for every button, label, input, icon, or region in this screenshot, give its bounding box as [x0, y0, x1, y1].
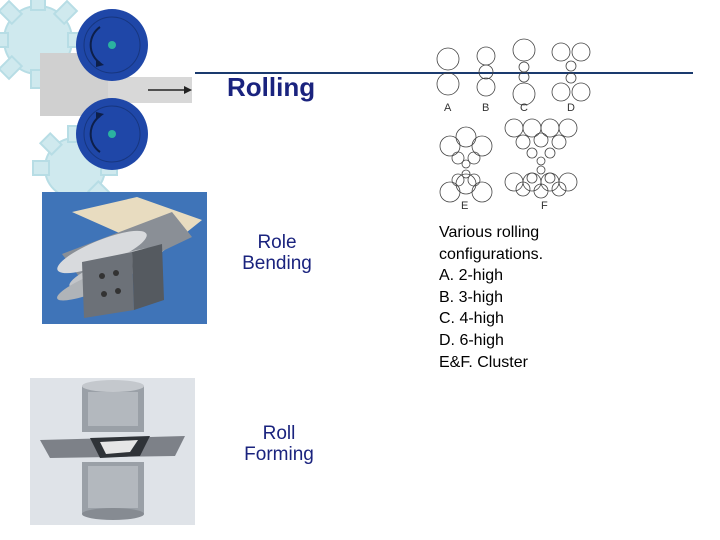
role-bending-image [42, 192, 207, 324]
roll-forming-label-line1: Roll [262, 423, 296, 444]
config-letter-b: B [482, 102, 489, 114]
caption-line: A. 2-high [439, 267, 504, 285]
caption-line: B. 3-high [439, 288, 504, 306]
rolling-diagram [40, 9, 192, 170]
role-bending-label-line1: Role [257, 232, 297, 253]
caption-line: configurations. [439, 245, 544, 263]
config-letter-c: C [520, 102, 528, 114]
roll-forming-label-line2: Forming [244, 444, 314, 465]
config-letter-f: F [541, 200, 548, 212]
slide-title: Rolling [227, 72, 316, 102]
config-letter-a: A [444, 102, 452, 114]
role-bending-label: Role Bending [222, 232, 332, 274]
lower-roller [76, 98, 148, 170]
config-letter-d: D [567, 102, 575, 114]
caption-line: E&F. Cluster [439, 353, 528, 371]
caption-line: Various rolling [439, 224, 540, 241]
caption-line: C. 4-high [439, 310, 504, 328]
title-rule [195, 72, 693, 74]
upper-roller [76, 9, 148, 81]
configurations-caption: Various rolling configurations. A. 2-hig… [439, 222, 543, 373]
config-letter-e: E [461, 200, 468, 212]
roll-forming-label: Roll Forming [224, 423, 334, 465]
caption-line: D. 6-high [439, 331, 504, 349]
role-bending-label-line2: Bending [242, 253, 312, 274]
rolling-configurations-diagram: A B C D E F [436, 38, 591, 212]
roll-forming-image [30, 378, 195, 525]
